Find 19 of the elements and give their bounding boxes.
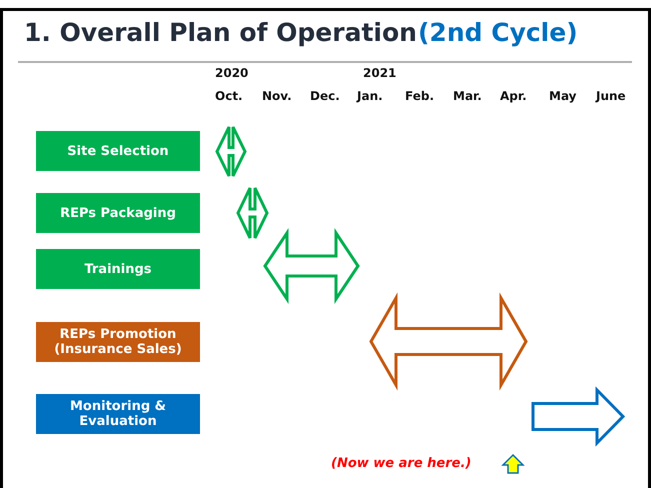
task-box: REPs Promotion (Insurance Sales)	[36, 322, 200, 362]
month-label: May	[549, 89, 576, 103]
month-label: Jan.	[357, 89, 383, 103]
month-label: Oct.	[215, 89, 243, 103]
month-label: June	[596, 89, 626, 103]
year-label: 2021	[363, 66, 396, 80]
year-label: 2020	[215, 66, 248, 80]
month-label: Feb.	[405, 89, 434, 103]
title: 1. Overall Plan of Operation	[24, 18, 417, 47]
task-box: Site Selection	[36, 131, 200, 171]
month-label: Dec.	[310, 89, 340, 103]
month-label: Nov.	[262, 89, 292, 103]
month-label: Apr.	[500, 89, 527, 103]
month-label: Mar.	[453, 89, 482, 103]
task-box: Monitoring & Evaluation	[36, 394, 200, 434]
task-box: REPs Packaging	[36, 193, 200, 233]
task-box: Trainings	[36, 249, 200, 289]
subtitle: (2nd Cycle)	[418, 18, 578, 47]
note: (Now we are here.)	[331, 456, 472, 471]
